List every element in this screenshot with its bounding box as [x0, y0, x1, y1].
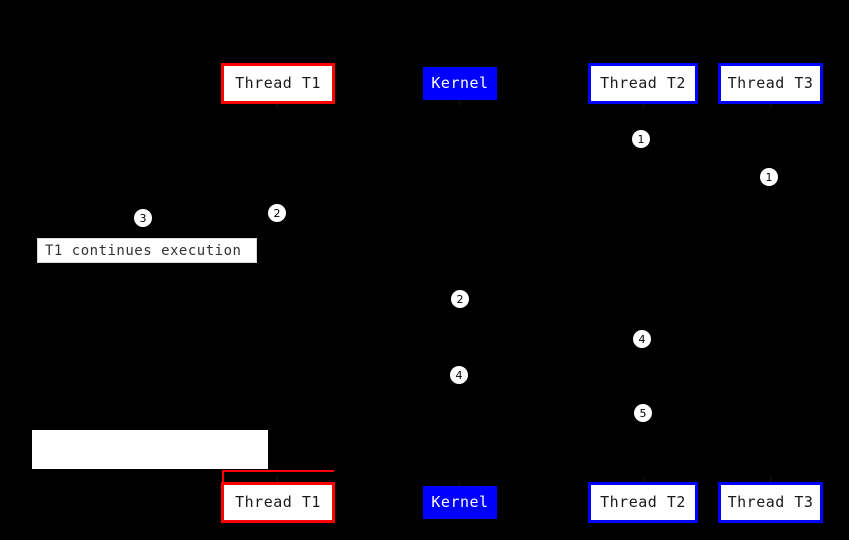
lifeline-stub: [642, 104, 645, 109]
red-tick-mark: [222, 470, 334, 472]
participant-bottom-thread-t1[interactable]: Thread T1: [221, 482, 335, 523]
note-box-blank: [32, 430, 268, 469]
lifeline-stub: [276, 104, 279, 109]
participant-bottom-kernel[interactable]: Kernel: [423, 486, 497, 519]
participant-top-kernel[interactable]: Kernel: [423, 67, 497, 100]
lifeline-stub: [276, 477, 279, 482]
sequence-badge-3: 3: [134, 209, 152, 227]
participant-top-thread-t1[interactable]: Thread T1: [221, 63, 335, 104]
note-box-t1-continues-execution: T1 continues execution: [37, 238, 257, 263]
lifeline-stub: [458, 481, 461, 486]
participant-bottom-thread-t2[interactable]: Thread T2: [588, 482, 698, 523]
participant-top-thread-t3[interactable]: Thread T3: [718, 63, 823, 104]
sequence-badge-2: 2: [451, 290, 469, 308]
lifeline-stub: [642, 477, 645, 482]
sequence-badge-1: 1: [632, 130, 650, 148]
sequence-badge-4: 4: [450, 366, 468, 384]
red-tick-mark: [222, 470, 224, 483]
lifeline-stub: [458, 100, 461, 105]
lifeline-stub: [769, 104, 772, 109]
sequence-badge-5: 5: [634, 404, 652, 422]
sequence-badge-1: 1: [760, 168, 778, 186]
participant-top-thread-t2[interactable]: Thread T2: [588, 63, 698, 104]
sequence-badge-4: 4: [633, 330, 651, 348]
sequence-badge-2: 2: [268, 204, 286, 222]
participant-bottom-thread-t3[interactable]: Thread T3: [718, 482, 823, 523]
lifeline-stub: [769, 477, 772, 482]
